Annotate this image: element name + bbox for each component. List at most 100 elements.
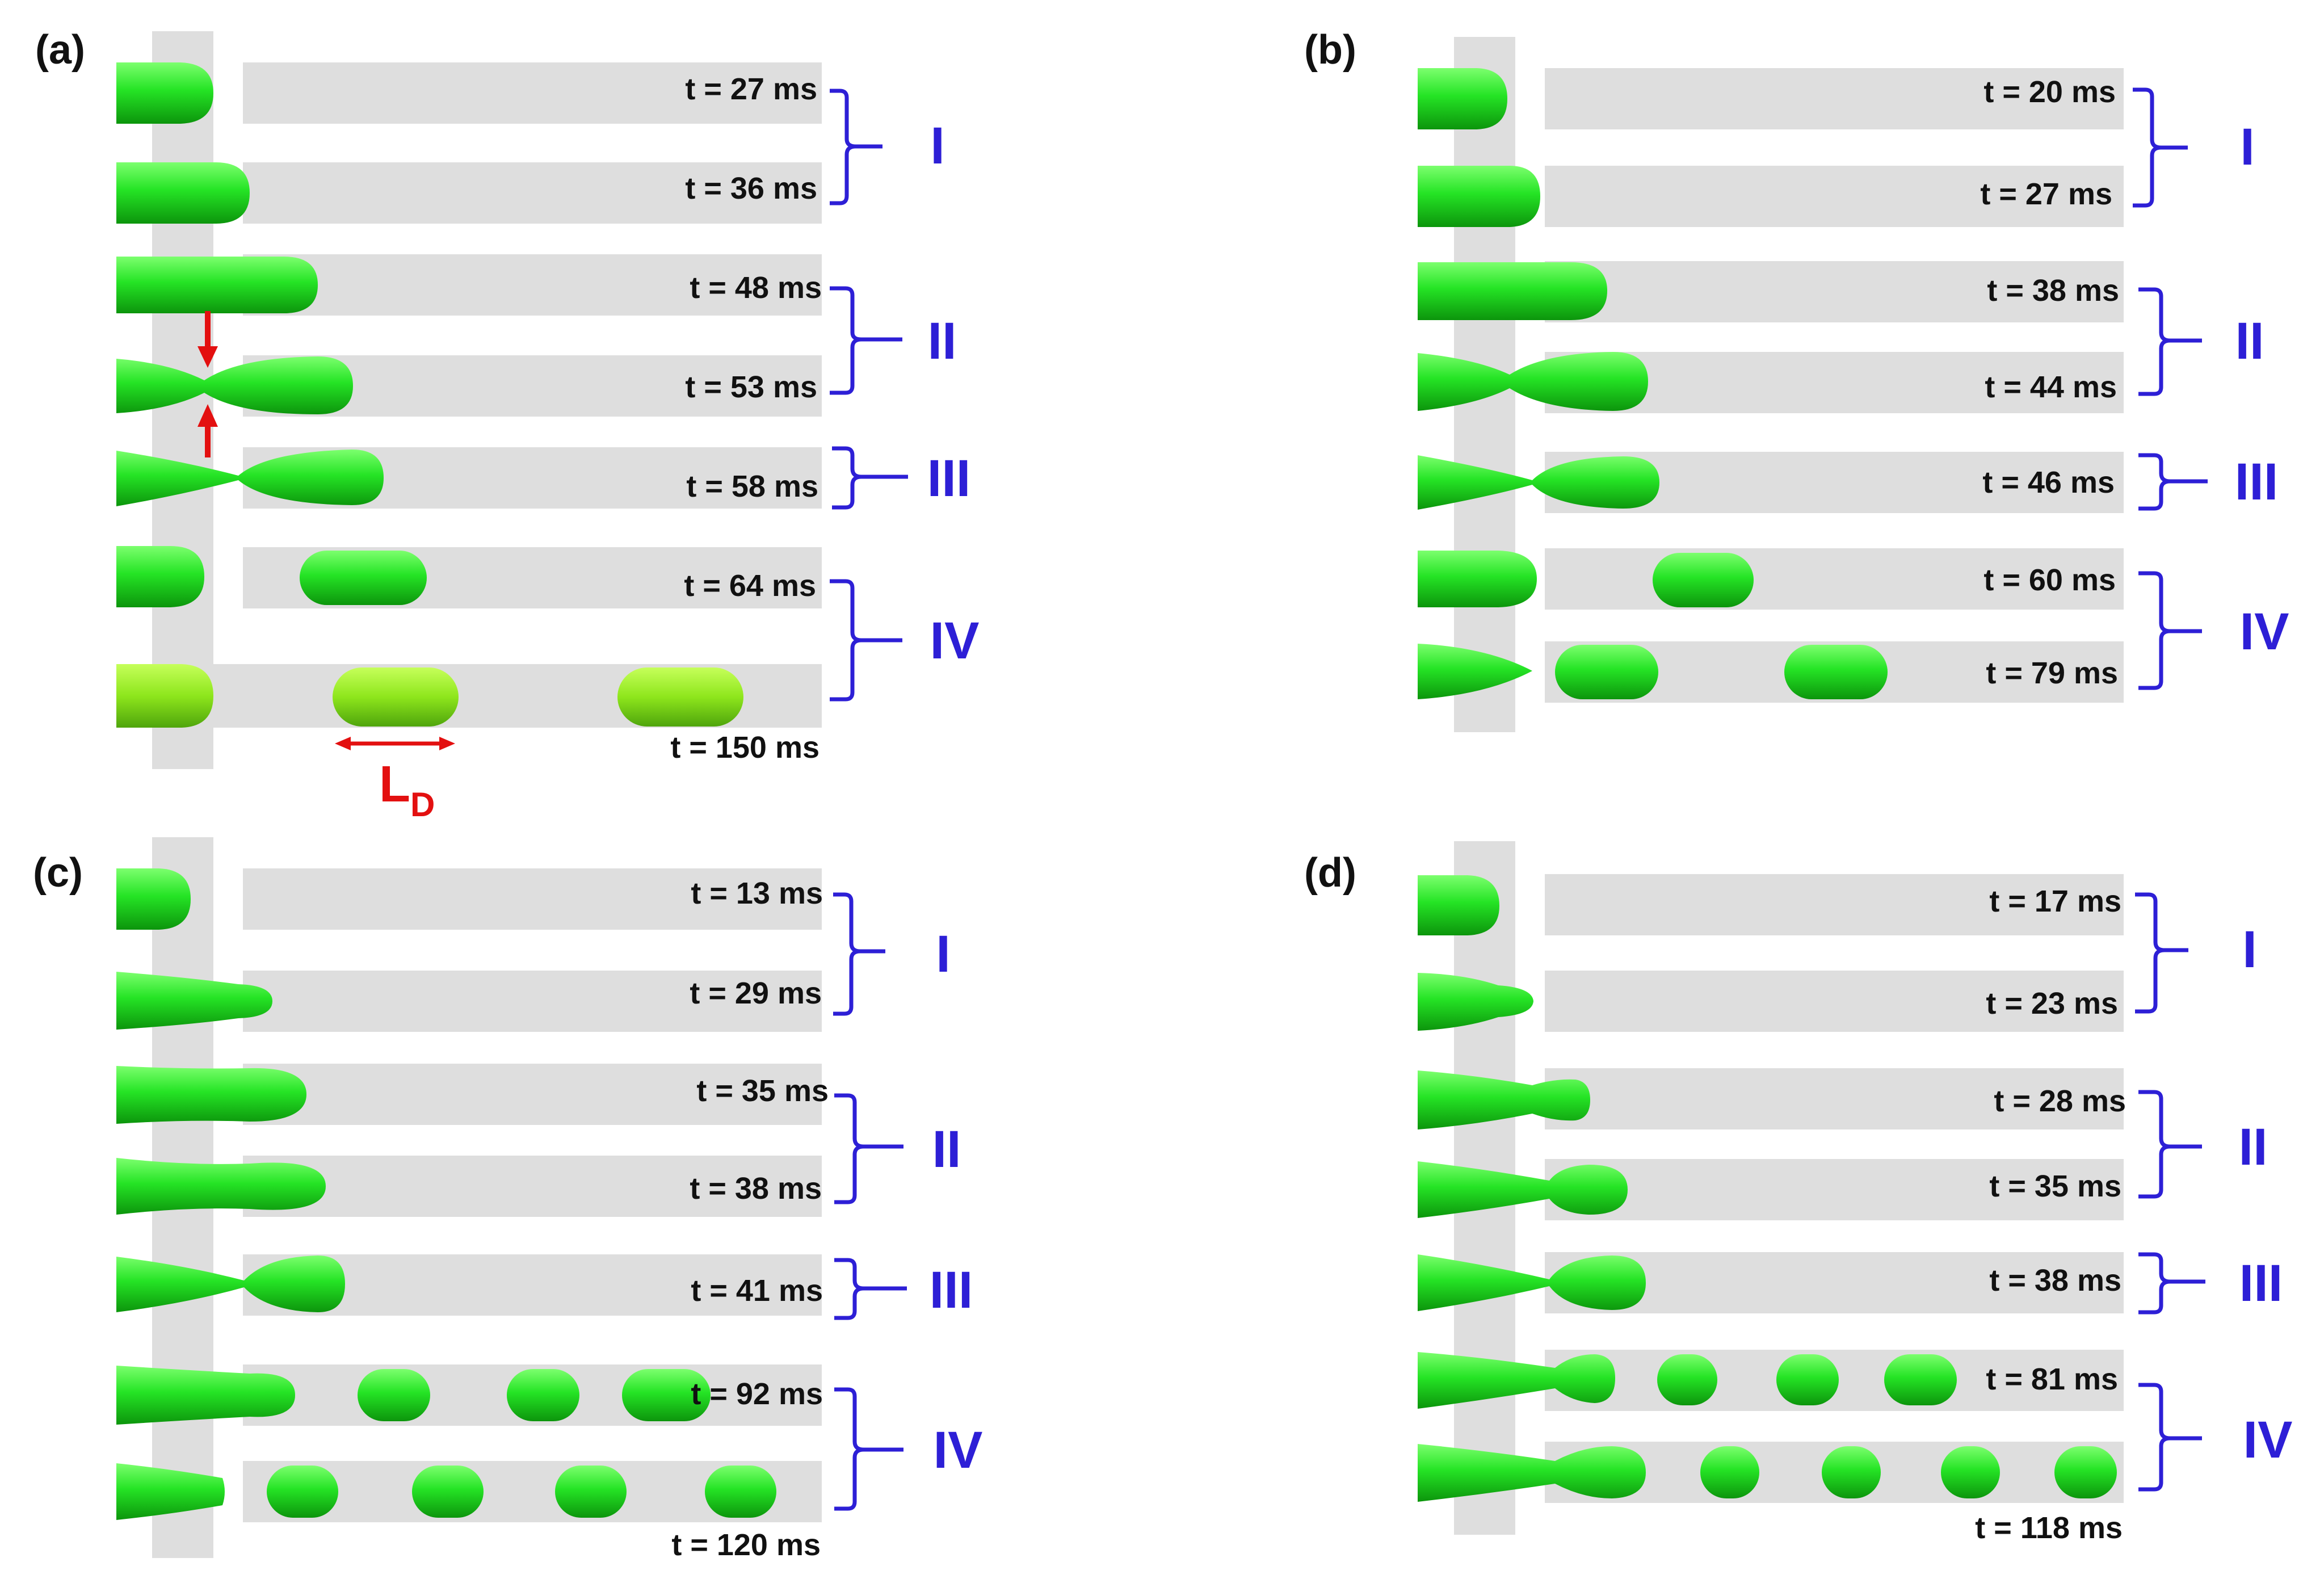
time-label: t = 60 ms — [1983, 563, 2116, 597]
panel-c-droplets — [116, 868, 776, 1520]
dispersed-phase-thread — [1418, 68, 1507, 129]
left-arrow-icon — [335, 737, 351, 750]
droplet — [358, 1369, 430, 1421]
time-label: t = 58 ms — [686, 469, 818, 503]
outlet-channel — [1545, 261, 2124, 322]
panel-d-label: (d) — [1304, 850, 1356, 896]
time-label: t = 38 ms — [1987, 274, 2119, 308]
panel-b: (b) t = 20 ms t = 27 ms t = 38 — [1304, 27, 2289, 732]
time-label: t = 17 ms — [1989, 884, 2121, 918]
droplet — [555, 1466, 627, 1518]
stage-bracket — [2138, 1252, 2205, 1315]
droplet — [705, 1466, 776, 1518]
panel-c-channels — [152, 837, 822, 1558]
panel-b-stage-labels: I II III IV — [2235, 118, 2289, 661]
down-arrow-icon — [197, 346, 218, 368]
stage-label: I — [2242, 921, 2257, 979]
time-label: t = 38 ms — [1989, 1263, 2121, 1298]
dispersed-phase-thread — [1418, 973, 1533, 1031]
stage-label: II — [2238, 1118, 2267, 1176]
time-label: t = 150 ms — [670, 730, 820, 765]
stage-label: III — [927, 450, 971, 507]
panel-a-times: t = 27 ms t = 36 ms t = 48 ms t = 53 ms … — [670, 72, 822, 765]
dispersed-phase-thread — [1418, 262, 1607, 320]
outlet-channel — [1545, 68, 2124, 129]
dispersed-phase-thread — [116, 62, 213, 124]
outlet-channel — [243, 162, 822, 224]
time-label: t = 27 ms — [685, 72, 817, 106]
panel-a-stage-brackets — [830, 89, 908, 702]
droplet — [1700, 1446, 1759, 1498]
outlet-channel — [1545, 971, 2124, 1032]
stage-label: III — [930, 1261, 973, 1319]
stage-label: IV — [930, 612, 980, 670]
panel-c-times: t = 13 ms t = 29 ms t = 35 ms t = 38 ms … — [671, 876, 829, 1562]
necking-thread — [1418, 1161, 1628, 1218]
stage-bracket — [834, 1387, 903, 1511]
time-label: t = 27 ms — [1980, 177, 2112, 211]
panel-b-droplets — [1418, 68, 1888, 699]
pinching-thread — [1418, 1444, 1646, 1502]
outlet-channel — [1545, 548, 2124, 610]
time-label: t = 23 ms — [1986, 986, 2118, 1021]
stage-bracket — [833, 892, 885, 1016]
dispersed-phase-thread — [116, 972, 272, 1030]
droplet — [1555, 645, 1658, 699]
time-label: t = 46 ms — [1982, 465, 2115, 499]
droplet — [617, 667, 743, 727]
panel-d-stage-labels: I II III IV — [2238, 921, 2292, 1469]
stage-bracket — [834, 1258, 907, 1320]
time-label: t = 13 ms — [691, 876, 823, 910]
panel-d-stage-brackets — [2135, 892, 2205, 1492]
droplet — [507, 1369, 579, 1421]
necking-thread — [116, 1158, 326, 1215]
outlet-channel — [1545, 1159, 2124, 1220]
time-label: t = 44 ms — [1985, 370, 2117, 404]
detached-droplet — [300, 551, 427, 605]
outlet-channel — [1545, 1068, 2124, 1129]
panel-c: (c) t = 13 ms — [33, 837, 982, 1562]
necking-thread — [116, 356, 353, 414]
dispersed-phase-tip — [116, 546, 204, 607]
pinching-thread — [116, 450, 384, 506]
outlet-channel — [243, 254, 822, 316]
time-label: t = 81 ms — [1986, 1362, 2118, 1396]
dispersed-phase-thread — [116, 1366, 295, 1425]
droplet — [412, 1466, 484, 1518]
stage-bracket — [832, 446, 908, 510]
stage-label: I — [2240, 118, 2255, 176]
dispersed-phase-thread — [116, 162, 250, 224]
panel-c-label: (c) — [33, 850, 83, 896]
stage-label: IV — [934, 1421, 983, 1479]
stage-label: IV — [2243, 1411, 2293, 1469]
time-label: t = 36 ms — [685, 171, 817, 205]
stage-label: II — [927, 312, 956, 370]
panel-c-stage-labels: I II III IV — [930, 925, 983, 1479]
outlet-channel — [243, 62, 822, 124]
dispersed-phase-tip — [116, 1463, 225, 1520]
stage-label: I — [936, 925, 951, 983]
right-arrow-icon — [439, 737, 455, 750]
up-arrow-icon — [197, 404, 218, 427]
stage-bracket — [2138, 287, 2202, 396]
outlet-channel — [243, 868, 822, 930]
pinching-thread — [116, 1256, 345, 1312]
droplet — [1784, 645, 1888, 699]
dispersed-phase-tip — [1418, 644, 1532, 699]
time-label: t = 64 ms — [684, 569, 816, 603]
time-label: t = 41 ms — [691, 1274, 823, 1308]
time-label: t = 53 ms — [685, 370, 817, 404]
stage-label: I — [930, 117, 945, 175]
stage-bracket — [830, 579, 902, 702]
panel-a: (a) — [35, 27, 979, 824]
stage-bracket — [2138, 571, 2202, 690]
stage-label: IV — [2240, 603, 2289, 661]
time-label: t = 120 ms — [671, 1528, 821, 1562]
time-label: t = 28 ms — [1994, 1084, 2126, 1118]
pinching-thread — [1418, 455, 1659, 510]
outlet-channel — [1545, 166, 2124, 227]
outlet-channel — [243, 1064, 822, 1125]
necking-thread — [1418, 352, 1648, 411]
dispersed-phase-thread — [1418, 1070, 1590, 1129]
panel-b-stage-brackets — [2133, 87, 2208, 690]
